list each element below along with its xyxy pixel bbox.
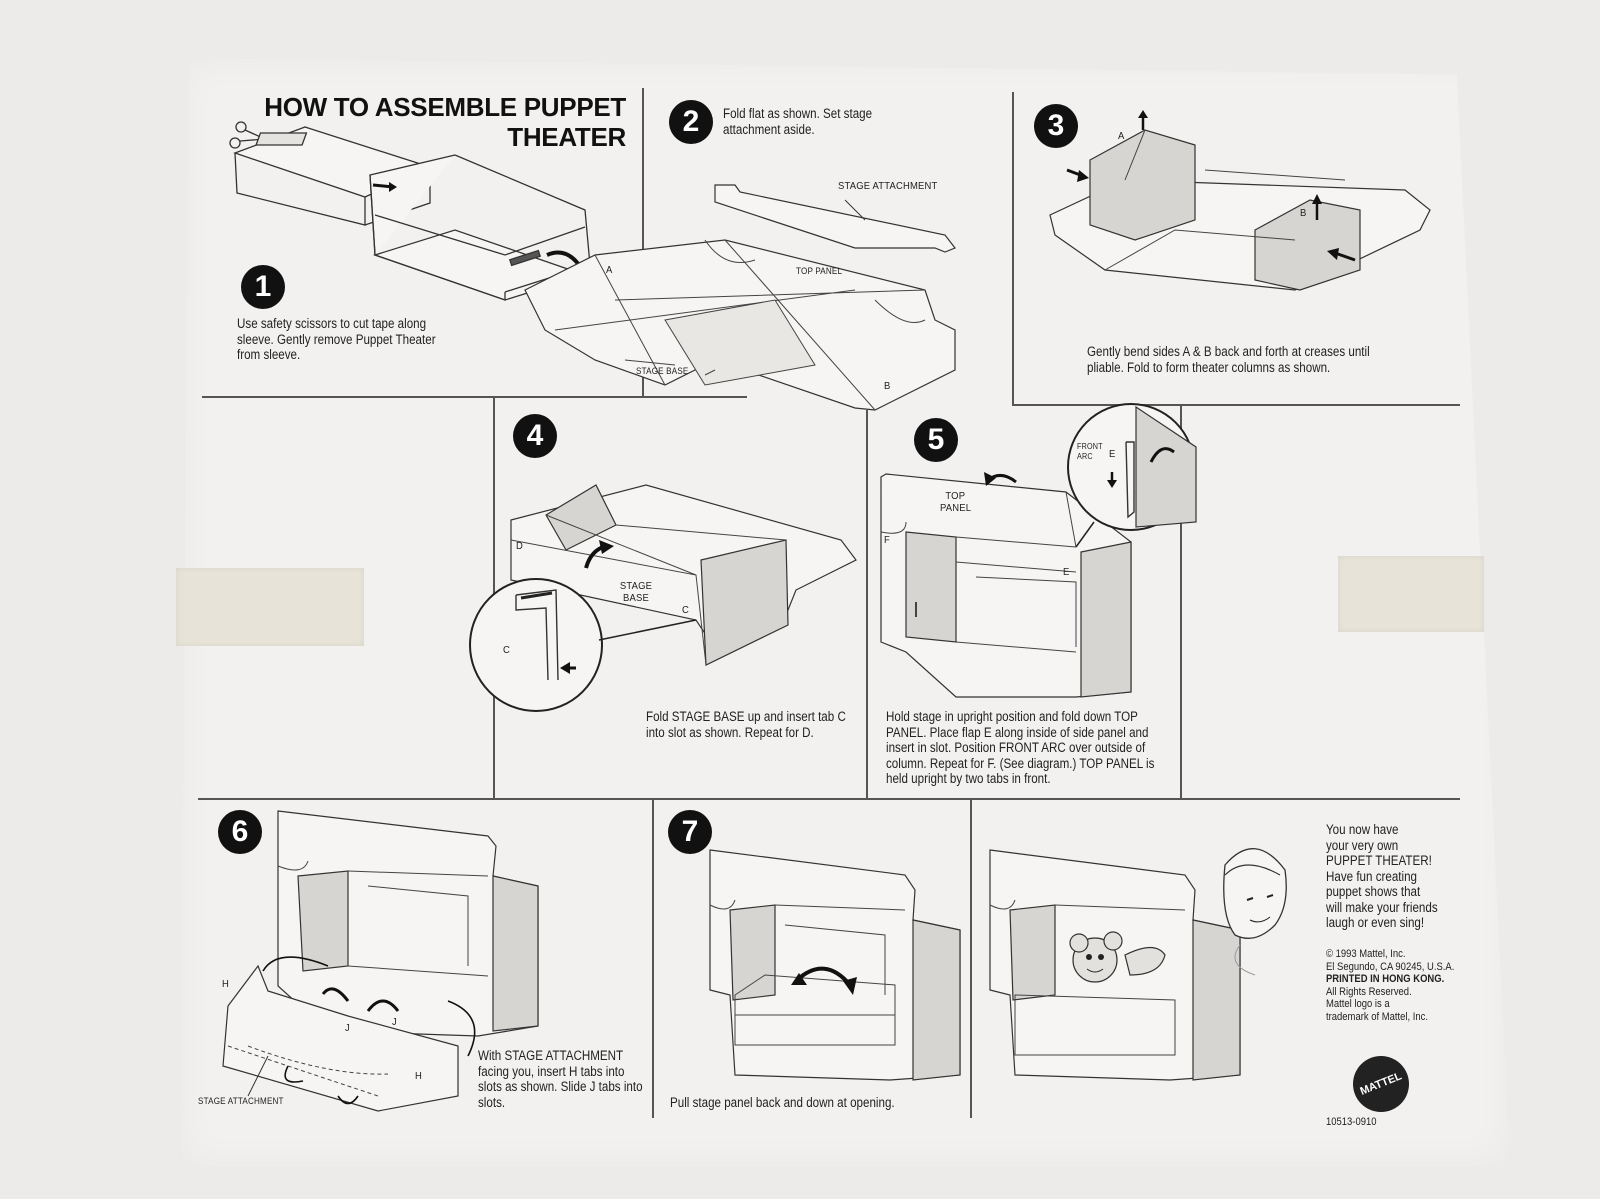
closing-line-6: will make your friends (1326, 899, 1438, 915)
divider (652, 798, 654, 1118)
legal-printed: PRINTED IN HONG KONG. (1326, 973, 1445, 985)
divider (866, 410, 868, 798)
step-7-number: 7 (668, 810, 712, 854)
tab-j-label-2: J (392, 1016, 397, 1028)
tab-j-label-1: J (345, 1022, 350, 1034)
legal-rights: All Rights Reserved. (1326, 985, 1412, 998)
divider (970, 798, 972, 1118)
flap-e-label: E (1063, 566, 1070, 578)
stage-attachment-label-6: STAGE ATTACHMENT (198, 1096, 284, 1106)
stage-base-label: STAGE BASE (636, 366, 689, 376)
legal-block: © 1993 Mattel, Inc. El Segundo, CA 90245… (1326, 948, 1481, 1023)
tape-right (1338, 556, 1484, 632)
legal-address: El Segundo, CA 90245, U.S.A. (1326, 960, 1455, 973)
flap-e-zoom-label: E (1109, 448, 1116, 460)
step-5-number: 5 (914, 418, 958, 462)
step-7-text: Pull stage panel back and down at openin… (670, 1095, 895, 1110)
flap-a-label: A (606, 264, 613, 276)
finished-theater-illustration (985, 845, 1305, 1085)
step-3-illustration (1045, 110, 1435, 320)
step-5-text: Hold stage in upright position and fold … (886, 709, 1155, 786)
divider (202, 396, 747, 398)
step-6-text: With STAGE ATTACHMENT facing you, insert… (478, 1048, 643, 1110)
divider (1012, 404, 1460, 406)
tab-d-label: D (516, 540, 524, 552)
stage-attachment-label: STAGE ATTACHMENT (838, 180, 938, 192)
step-6-number: 6 (218, 810, 262, 854)
page-title: HOW TO ASSEMBLE PUPPET THEATER (264, 92, 626, 152)
front-arc-label: FRONT ARC (1077, 442, 1103, 461)
stage-base-label-4: STAGE BASE (619, 580, 653, 604)
step-2-number: 2 (669, 100, 713, 144)
tab-c-label: C (682, 604, 690, 616)
tab-c-zoom-label: C (503, 644, 511, 656)
divider (642, 88, 644, 396)
product-code: 10513-0910 (1326, 1116, 1377, 1128)
legal-trademark-1: Mattel logo is a (1326, 998, 1390, 1010)
step-7-illustration (705, 845, 965, 1085)
step-1-number: 1 (241, 265, 285, 309)
tape-left (176, 568, 364, 646)
flap-b-label: B (884, 380, 891, 392)
step-3-number: 3 (1034, 104, 1078, 148)
flap-f-label: F (884, 534, 890, 546)
tab-h-right-label: H (415, 1070, 423, 1082)
legal-copyright: © 1993 Mattel, Inc. (1326, 948, 1406, 960)
closing-line-3: PUPPET THEATER! (1326, 853, 1432, 868)
divider (1180, 404, 1182, 798)
step-6-illustration (208, 806, 548, 1116)
legal-trademark-2: trademark of Mattel, Inc. (1326, 1010, 1429, 1023)
step-4-text: Fold STAGE BASE up and insert tab C into… (646, 709, 846, 740)
top-panel-label: TOP PANEL (796, 266, 843, 276)
step-4-illustration (466, 480, 866, 715)
step-2-text: Fold flat as shown. Set stage attachment… (723, 106, 873, 137)
side-b-label: B (1300, 207, 1307, 219)
step-2-illustration (515, 180, 965, 445)
closing-line-5: puppet shows that (1326, 884, 1421, 899)
divider (1012, 92, 1014, 404)
top-panel-label-5: TOP PANEL (940, 490, 972, 514)
closing-line-1: You now have (1326, 822, 1399, 837)
step-4-number: 4 (513, 414, 557, 458)
side-a-label: A (1118, 130, 1125, 142)
tab-h-left-label: H (222, 978, 230, 990)
step-1-text: Use safety scissors to cut tape along sl… (237, 316, 436, 362)
step-3-text: Gently bend sides A & B back and forth a… (1087, 344, 1370, 375)
closing-text: You now have your very own PUPPET THEATE… (1326, 822, 1464, 931)
divider (198, 798, 1460, 800)
closing-line-2: your very own (1326, 837, 1399, 853)
step-1-illustration (225, 115, 591, 305)
closing-line-7: laugh or even sing! (1326, 915, 1425, 930)
step-5-illustration (876, 402, 1201, 702)
closing-line-4: Have fun creating (1326, 868, 1417, 884)
